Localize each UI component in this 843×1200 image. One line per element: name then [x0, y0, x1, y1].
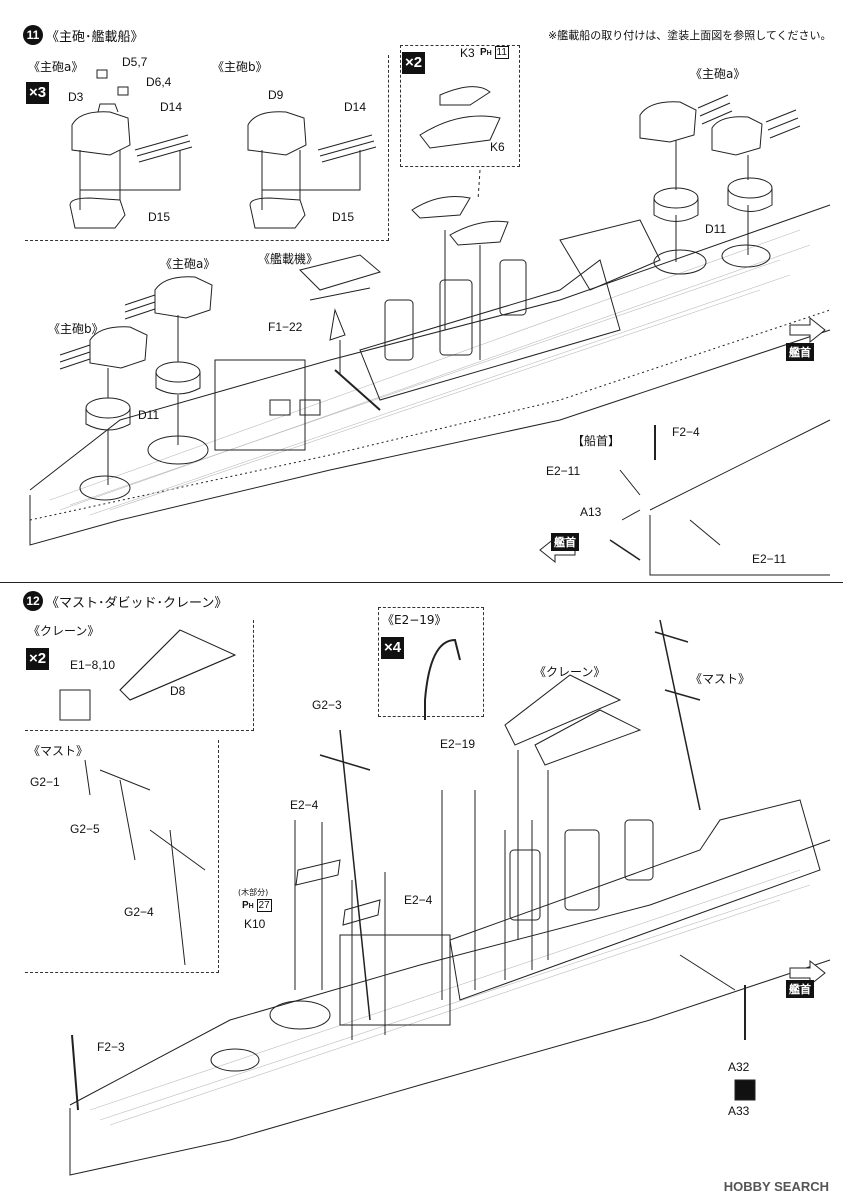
turret-subassembly-box	[25, 55, 389, 241]
part-d14-a: D14	[160, 100, 183, 114]
part-e2-11-a: E2−11	[546, 464, 581, 478]
part-d11-right: D11	[705, 222, 727, 236]
turret-a-base	[69, 197, 126, 229]
step11-hull-deck-edge	[29, 204, 831, 491]
part-d5-7: D5,7	[122, 55, 148, 69]
turret-b-body	[247, 111, 307, 156]
part-e2-19: E2−19	[440, 737, 476, 751]
photo-etch-ref-11-num: 11	[494, 46, 509, 59]
bow-direction-right: 艦首	[786, 343, 814, 361]
turret-b-mid-label: 《主砲b》	[48, 322, 104, 336]
part-f1-22: F1−22	[268, 320, 303, 334]
e2-19-subassembly-box	[378, 607, 484, 717]
step-12-title: 《マスト･ダビッド･クレーン》	[46, 596, 228, 611]
bow-direction-step12: 艦首	[786, 980, 814, 998]
mast-subassembly-box	[25, 740, 219, 973]
bow-section-title: 【船首】	[572, 434, 621, 448]
part-f2-4: F2−4	[672, 425, 700, 439]
crane-title-main: 《クレーン》	[534, 665, 606, 679]
step-divider	[0, 582, 843, 583]
turret-b-base	[249, 197, 306, 229]
crane-multiplier: ×2	[26, 648, 50, 670]
turret-a-barrels	[134, 134, 193, 163]
part-g2-5: G2−5	[70, 822, 100, 836]
part-e2-4-b: E2−4	[404, 893, 433, 907]
photo-etch-ref-11: PH 11	[480, 46, 509, 59]
part-d11-left: D11	[138, 408, 160, 422]
part-k3: K3	[460, 46, 475, 60]
step-12-badge: 12	[23, 591, 43, 611]
part-a13: A13	[580, 505, 602, 519]
bridge-block	[214, 359, 306, 451]
part-k10: K10	[244, 917, 266, 931]
part-f2-3: F2−3	[97, 1040, 125, 1054]
part-g2-3: G2−3	[312, 698, 342, 712]
turret-a-upper-label: 《主砲a》	[690, 67, 746, 81]
e2-19-multiplier: ×4	[381, 637, 405, 659]
boat-subassembly-box	[400, 45, 520, 167]
boat-placement-note: ※艦載船の取り付けは、塗装上面図を参照してください。	[548, 29, 832, 42]
part-e1-8-10: E1−8,10	[70, 658, 116, 672]
part-d15-a: D15	[148, 210, 171, 224]
aircraft-title: 《艦載機》	[258, 252, 319, 266]
part-d8: D8	[170, 684, 186, 698]
step-11-badge: 11	[23, 25, 43, 45]
photo-etch-ref-27-num: 27	[256, 899, 272, 912]
part-d14-b: D14	[344, 100, 367, 114]
part-d15-b: D15	[332, 210, 355, 224]
part-d3: D3	[68, 90, 84, 104]
turret-a-mid-label: 《主砲a》	[160, 257, 216, 271]
turret-a-title: 《主砲a》	[28, 60, 84, 74]
watermark: HOBBY SEARCH	[723, 1179, 829, 1194]
part-a32: A32	[728, 1060, 750, 1074]
boat-multiplier: ×2	[402, 52, 426, 74]
part-d9: D9	[268, 88, 284, 102]
step12-hull-deck-edge	[69, 839, 831, 1106]
photo-etch-ref-27: PH 27	[242, 899, 272, 912]
mast-title-main: 《マスト》	[690, 672, 751, 686]
turret-a-multiplier: ×3	[26, 82, 50, 104]
crane-subassembly-box	[25, 620, 254, 731]
mast-title: 《マスト》	[28, 744, 89, 758]
bow-direction-left: 艦首	[551, 533, 579, 551]
step-11-title: 《主砲･艦載船》	[46, 30, 144, 45]
step11-hull-side	[29, 329, 831, 546]
part-k6: K6	[490, 140, 505, 154]
boat-k6	[419, 115, 501, 149]
part-g2-4-a: G2−4	[124, 905, 154, 919]
part-g2-1: G2−1	[30, 775, 60, 789]
e2-19-box-title: 《E2−19》	[382, 613, 447, 627]
part-e2-4-a: E2−4	[290, 798, 319, 812]
part-d6-4: D6,4	[146, 75, 172, 89]
turret-b-title: 《主砲b》	[212, 60, 268, 74]
crane-title: 《クレーン》	[28, 624, 100, 638]
part-a33: A33	[728, 1104, 750, 1118]
part-e2-11-b: E2−11	[752, 552, 787, 566]
wood-part-note: (木部分)	[238, 888, 269, 897]
